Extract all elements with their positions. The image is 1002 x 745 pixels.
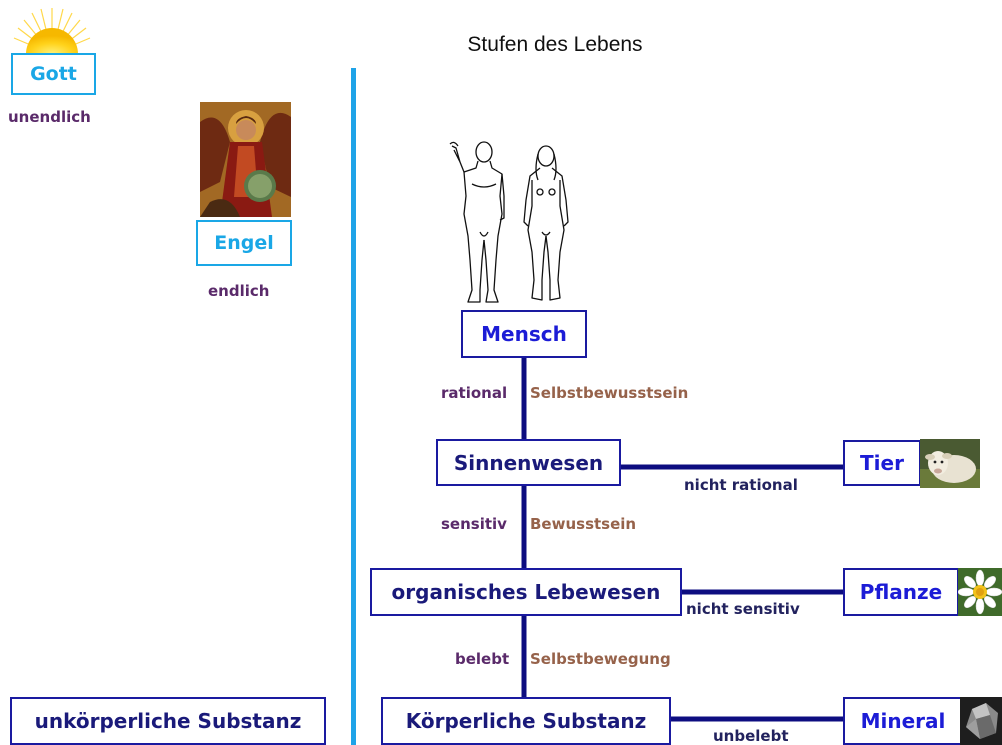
sun-icon	[13, 8, 91, 54]
koerperliche-substanz-label: Körperliche Substanz	[405, 709, 647, 733]
gott-box: Gott	[11, 53, 96, 95]
link3-property-label: Selbstbewegung	[530, 650, 671, 668]
angel-icon-image	[200, 102, 291, 217]
koerperliche-substanz-box: Körperliche Substanz	[381, 697, 671, 745]
human-figures-image	[449, 141, 569, 303]
mineral-box: Mineral	[843, 697, 961, 745]
gott-attribute: unendlich	[8, 108, 91, 126]
unkoerperliche-substanz-label: unkörperliche Substanz	[34, 709, 302, 733]
column-divider	[351, 68, 356, 745]
link2-difference-label: sensitiv	[441, 515, 507, 533]
rock-image	[960, 697, 1002, 745]
link3-difference-label: belebt	[455, 650, 510, 668]
engel-label: Engel	[214, 232, 274, 254]
engel-attribute: endlich	[208, 282, 270, 300]
mensch-box: Mensch	[461, 310, 587, 358]
organisches-lebewesen-label: organisches Lebewesen	[391, 580, 661, 604]
tier-label: Tier	[860, 451, 904, 475]
engel-box: Engel	[196, 220, 292, 266]
pflanze-label: Pflanze	[859, 580, 943, 604]
unkoerperliche-substanz-box: unkörperliche Substanz	[10, 697, 326, 745]
diagram-title: Stufen des Lebens	[467, 33, 643, 56]
tier-condition-label: nicht rational	[684, 476, 798, 494]
link2-property-label: Bewusstsein	[530, 515, 637, 533]
mensch-label: Mensch	[481, 322, 567, 346]
organisches-lebewesen-box: organisches Lebewesen	[370, 568, 682, 616]
link1-difference-label: rational	[441, 384, 508, 402]
daisy-image	[958, 568, 1002, 616]
pflanze-box: Pflanze	[843, 568, 959, 616]
gott-label: Gott	[30, 63, 77, 85]
mineral-label: Mineral	[860, 709, 946, 733]
mineral-condition-label: unbelebt	[713, 727, 789, 745]
tier-box: Tier	[843, 440, 921, 486]
sheep-image	[920, 439, 980, 488]
pflanze-condition-label: nicht sensitiv	[686, 600, 800, 618]
sinnenwesen-box: Sinnenwesen	[436, 439, 621, 486]
link1-property-label: Selbstbewusstsein	[530, 384, 689, 402]
sinnenwesen-label: Sinnenwesen	[453, 450, 604, 475]
